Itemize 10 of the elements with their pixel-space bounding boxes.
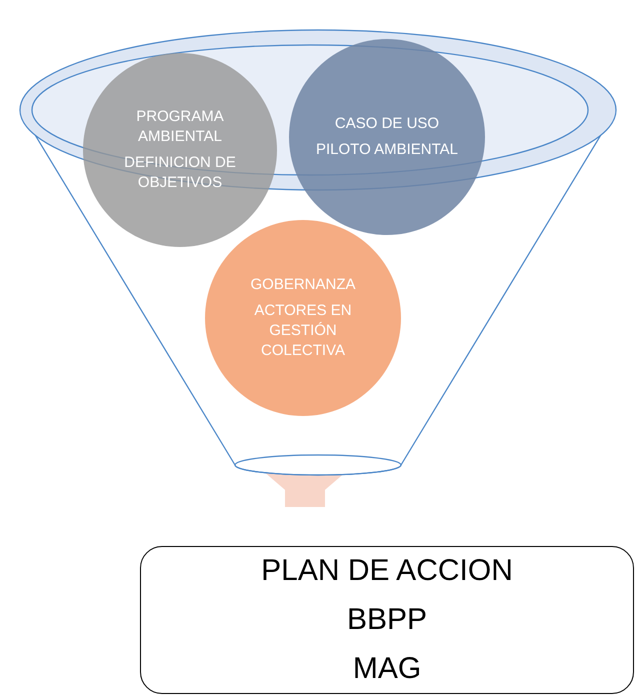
- node-heading: CASO DE USO: [334, 114, 440, 134]
- node-text: MAG: [352, 652, 422, 686]
- node-heading: GOBERNANZA: [250, 274, 356, 294]
- node-text: BBPP: [346, 602, 428, 637]
- node-text: PILOTO AMBIENTAL: [316, 140, 458, 160]
- node-heading: PLAN DE ACCION: [261, 554, 513, 588]
- result-box: [140, 546, 634, 694]
- node-text: ACTORES EN GESTIÓN COLECTIVA: [253, 300, 353, 362]
- node-text: DEFINICION DE OBJETIVOS: [123, 153, 237, 194]
- node-heading: PROGRAMA AMBIENTAL: [135, 106, 225, 147]
